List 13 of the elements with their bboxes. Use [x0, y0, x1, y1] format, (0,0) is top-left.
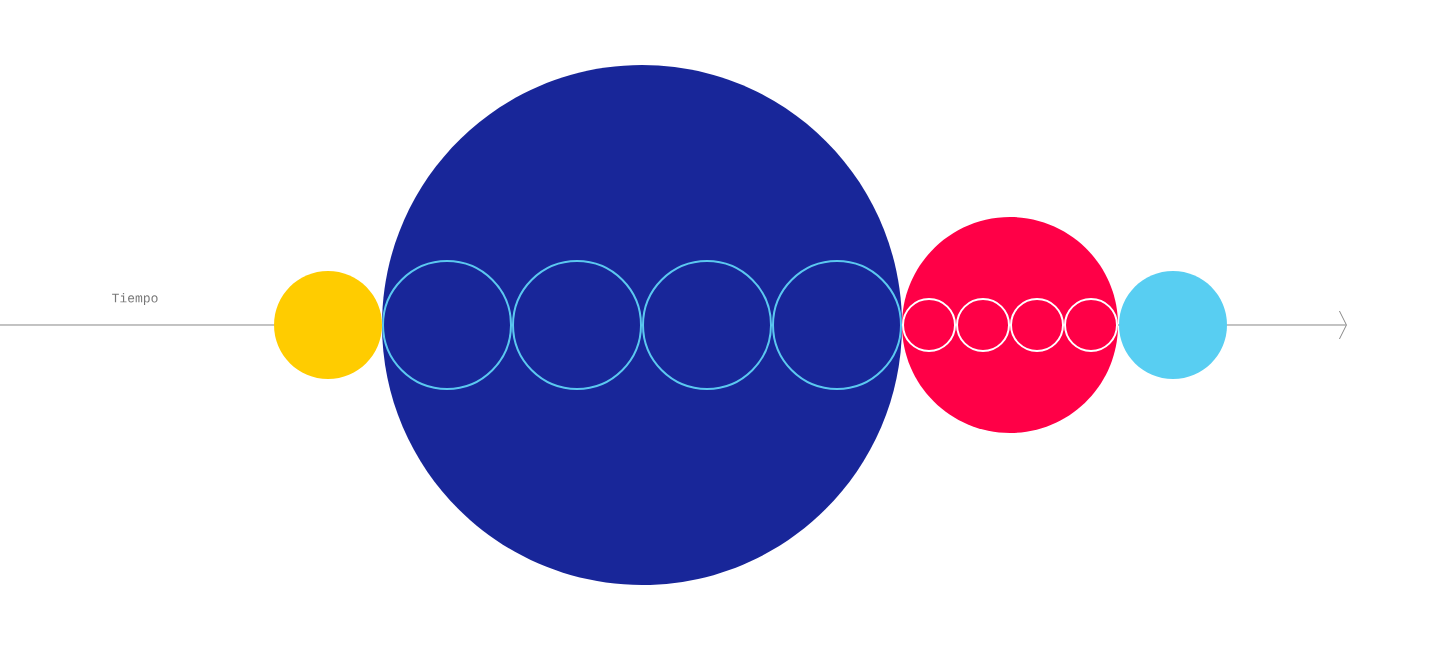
circle [1119, 271, 1227, 379]
circle [772, 260, 902, 390]
circle [902, 298, 956, 352]
axis-label: Tiempo [112, 292, 158, 306]
circle [956, 298, 1010, 352]
circle [1010, 298, 1064, 352]
circle [382, 65, 902, 585]
circle [902, 217, 1118, 433]
circle [274, 271, 382, 379]
circle [642, 260, 772, 390]
circle [1064, 298, 1118, 352]
circle [512, 260, 642, 390]
circle [382, 260, 512, 390]
